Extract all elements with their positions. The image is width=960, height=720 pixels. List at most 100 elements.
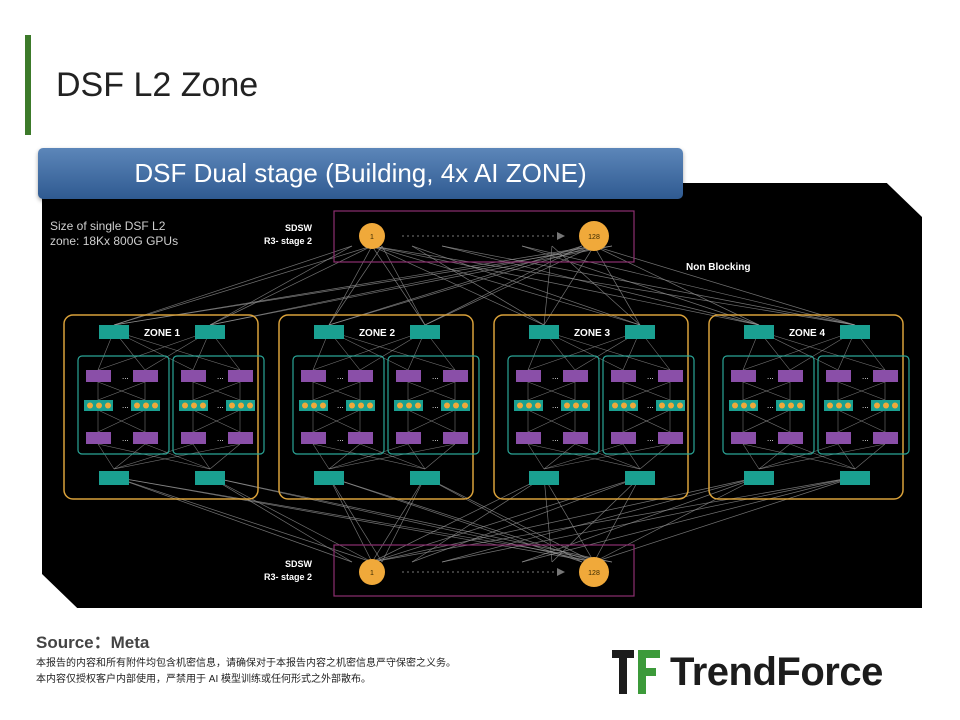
gpu-node [621, 402, 627, 409]
leaf-switch [348, 370, 373, 382]
sdsw-top-link [209, 245, 595, 326]
pod-box [172, 355, 265, 455]
pod-internal-link [622, 409, 671, 433]
sdsw-top-link [424, 245, 583, 326]
pod-box [602, 355, 695, 455]
zone-box [708, 314, 904, 500]
gpu-node [397, 402, 403, 409]
sdsw-bottom-link [113, 476, 353, 563]
leaf-switch [86, 370, 111, 382]
ellipsis-label: ... [647, 372, 654, 381]
gpu-node [630, 402, 636, 409]
zone-spine-switch-bottom [529, 471, 559, 485]
title-accent-bar [25, 35, 31, 135]
gpu-node [845, 402, 851, 409]
zone-label: ZONE 4 [789, 328, 826, 339]
zone-label: ZONE 3 [574, 328, 611, 339]
pod-internal-link [312, 409, 361, 433]
ellipsis-label: ... [122, 372, 129, 381]
sdsw-bottom-link [521, 476, 760, 563]
leaf-switch [133, 370, 158, 382]
spine-leaf-link [407, 443, 426, 470]
ellipsis-label: ... [862, 434, 869, 443]
ellipsis-label: ... [432, 372, 439, 381]
gpu-node [462, 402, 468, 409]
stage-label-bottom: R3- stage 2 [264, 572, 312, 582]
ellipsis-label: ... [337, 401, 344, 410]
gpu-node [668, 402, 674, 409]
sdsw-top-link [521, 245, 760, 326]
trendforce-logo: TrendForce [612, 648, 932, 696]
ellipsis-label: ... [552, 434, 559, 443]
ellipsis-label: ... [767, 434, 774, 443]
gpu-node [741, 402, 747, 409]
sdsw-node-first-label-top: 1 [370, 234, 374, 241]
sdsw-bottom-link [371, 476, 856, 563]
page-title: DSF L2 Zone [56, 66, 259, 104]
leaf-switch [181, 370, 206, 382]
spine-leaf-link [758, 443, 791, 470]
gpu-node [535, 402, 541, 409]
size-note-line-2: zone: 18Kx 800G GPUs [50, 234, 178, 248]
gpu-node [612, 402, 618, 409]
zone-label: ZONE 1 [144, 328, 181, 339]
ellipsis-label: ... [217, 401, 224, 410]
gpu-node [143, 402, 149, 409]
ellipsis-label: ... [337, 372, 344, 381]
leaf-switch [86, 432, 111, 444]
sdsw-bottom-box [333, 544, 635, 597]
zone-spine-switch-bottom [410, 471, 440, 485]
ellipsis-label: ... [647, 434, 654, 443]
sdsw-bottom-link [551, 476, 641, 563]
sdsw-bottom-link [381, 476, 426, 563]
sdsw-node-last-label-top: 128 [588, 234, 600, 241]
sdsw-bottom-link [543, 476, 595, 563]
gpu-node [659, 402, 665, 409]
pod-box [817, 355, 910, 455]
pod-box [722, 355, 815, 455]
gpu-node [517, 402, 523, 409]
leaf-switch [181, 432, 206, 444]
leaf-switch [301, 370, 326, 382]
topology-labels: .................. ZONE 1................… [50, 219, 869, 582]
sdsw-top-link [328, 245, 373, 326]
sdsw-node-first-top [359, 223, 385, 249]
leaf-switch [516, 432, 541, 444]
gpu-node [788, 402, 794, 409]
zone-spine-switch-top [625, 325, 655, 339]
spine-leaf-link [97, 443, 115, 470]
gpu-node [750, 402, 756, 409]
sdsw-top-link [381, 245, 426, 326]
pod-internal-link [837, 409, 886, 433]
pod-internal-link [837, 381, 886, 401]
zone-spine-switch-bottom [625, 471, 655, 485]
sdsw-bottom-link [371, 476, 426, 563]
gpu-node [87, 402, 93, 409]
gpu-node [134, 402, 140, 409]
sdsw-label-top: SDSW [285, 223, 313, 233]
leaf-switch [443, 432, 468, 444]
gpu-node [406, 402, 412, 409]
spine-leaf-link [622, 443, 641, 470]
spine-leaf-link [328, 443, 456, 470]
spine-leaf-link [527, 443, 545, 470]
leaf-switch [658, 432, 683, 444]
leaf-switch [396, 432, 421, 444]
sdsw-top-link [593, 245, 641, 326]
sdsw-bottom-link [371, 476, 760, 563]
ellipsis-label: ... [432, 401, 439, 410]
spine-leaf-link [328, 443, 361, 470]
pod-internal-link [407, 409, 456, 433]
size-note-line-1: Size of single DSF L2 [50, 219, 166, 233]
sdsw-bottom-link [593, 476, 760, 563]
spine-leaf-link [113, 443, 194, 470]
gpu-node [827, 402, 833, 409]
ellipsis-label: ... [862, 372, 869, 381]
gpu-node [182, 402, 188, 409]
sdsw-top-link [441, 245, 856, 326]
leaf-switch [778, 370, 803, 382]
pod-internal-link [742, 409, 791, 433]
spine-leaf-link [758, 330, 886, 371]
sdsw-top-link [411, 245, 641, 326]
sdsw-arrow-bottom [557, 568, 565, 576]
